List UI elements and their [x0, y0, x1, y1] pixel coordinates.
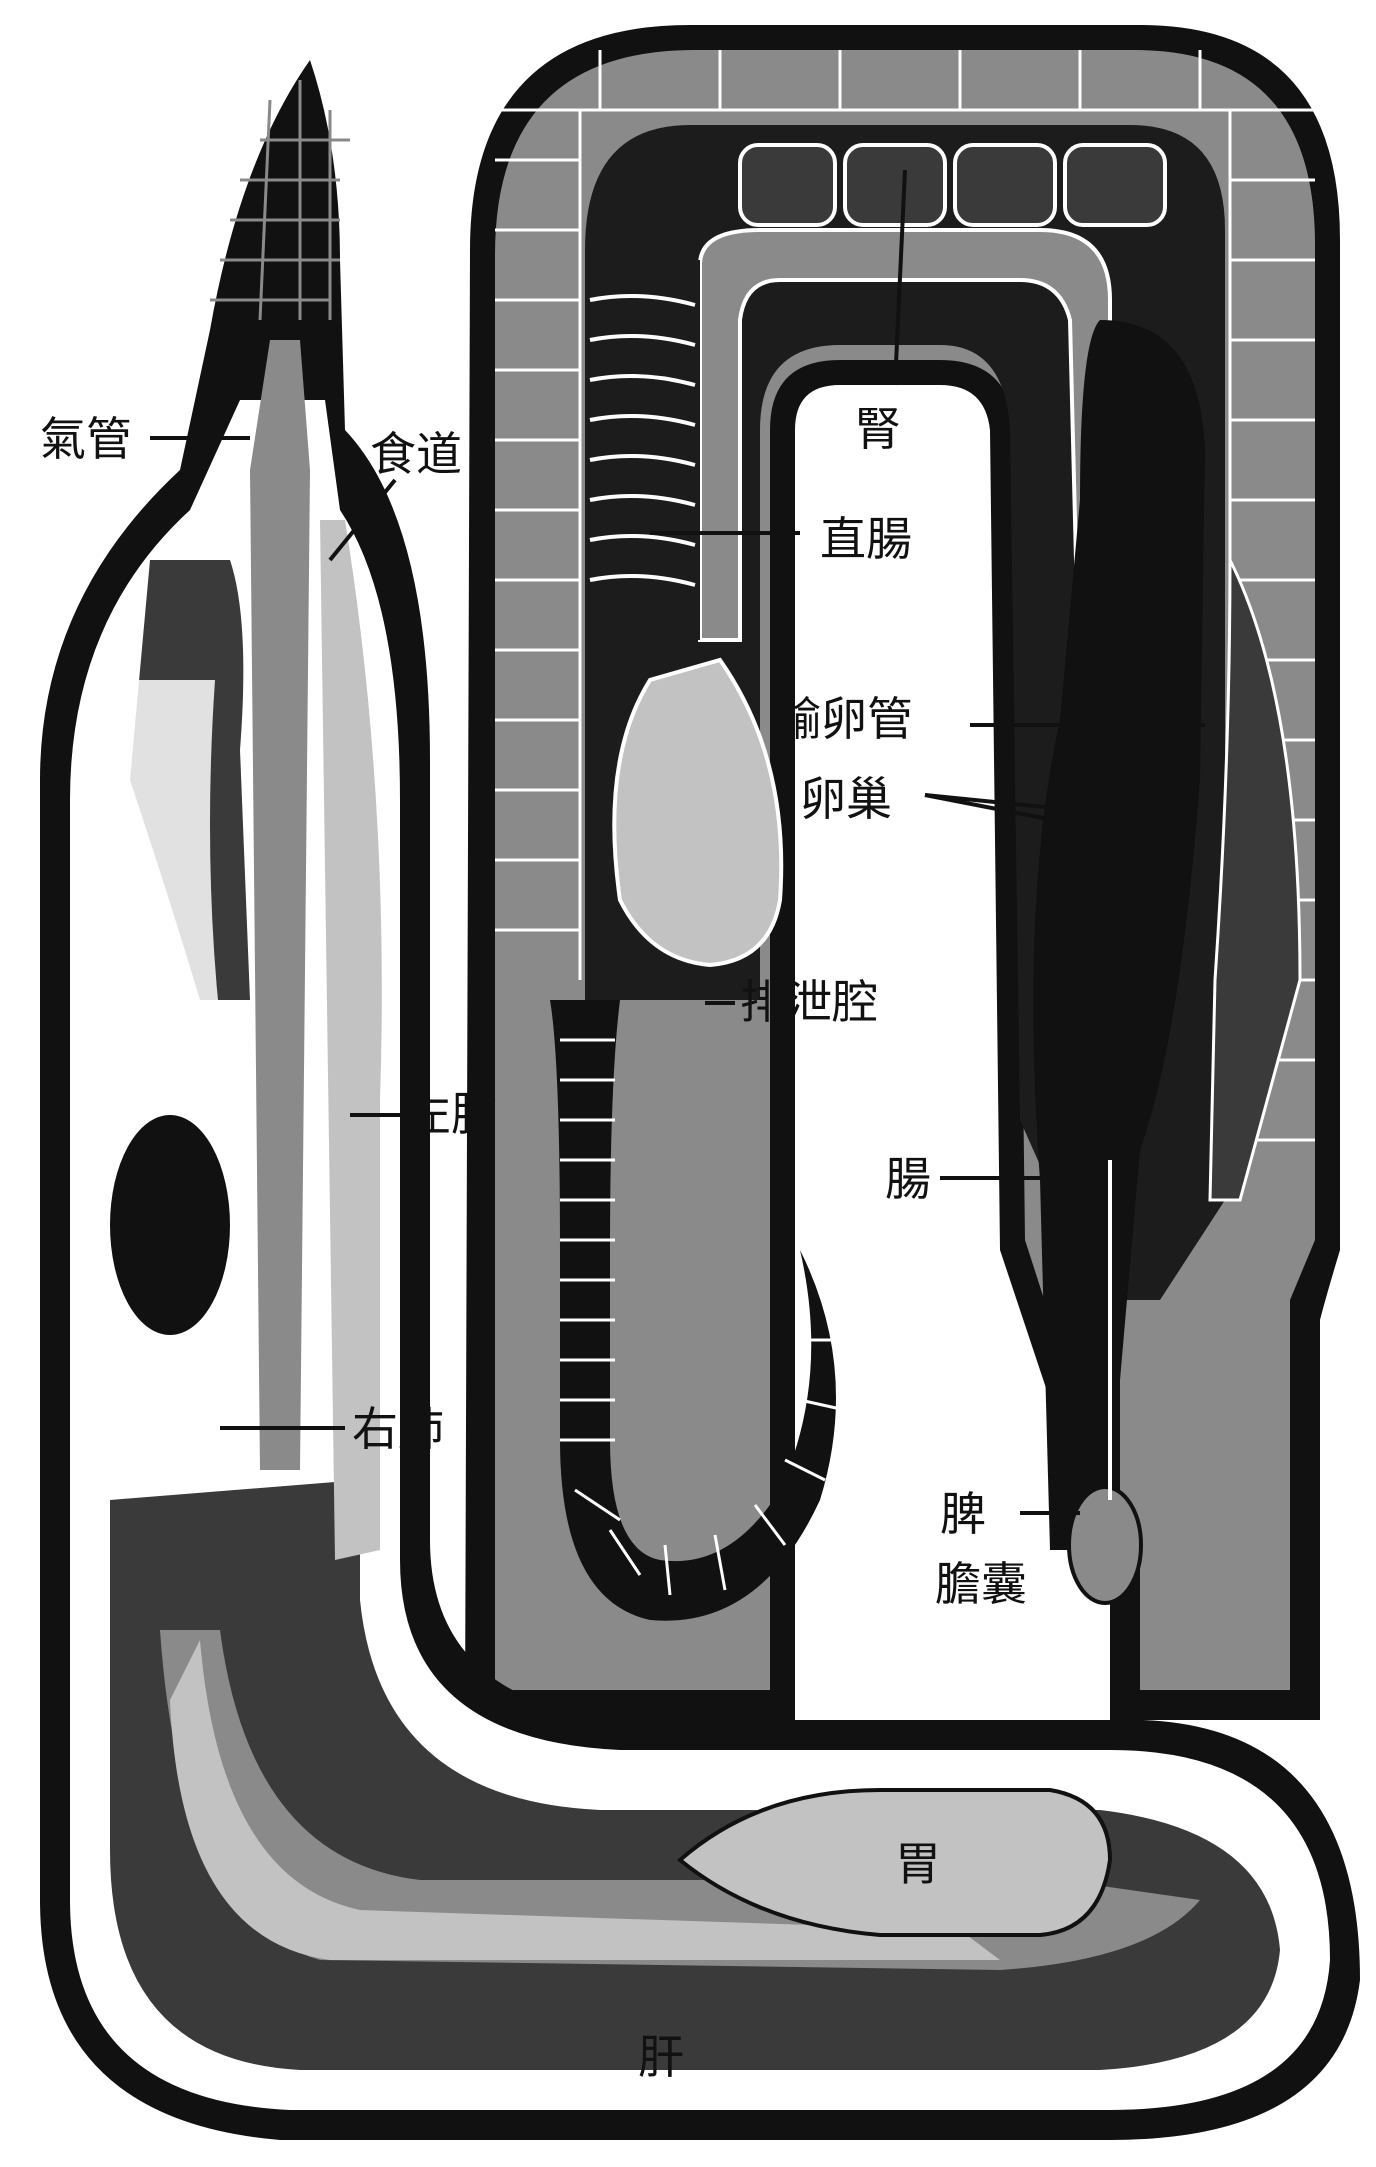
rectum-organ — [585, 260, 700, 640]
label-oviduct: 輸卵管 — [775, 692, 913, 746]
label-gallbladder: 膽囊 — [935, 1557, 1027, 1611]
label-rectum: 直腸 — [820, 512, 912, 566]
label-liver: 肝 — [638, 2030, 684, 2084]
label-intestine: 腸 — [885, 1152, 931, 1206]
label-esophagus: 食道 — [370, 427, 462, 481]
label-spleen: 脾 — [940, 1487, 986, 1541]
label-right-lung: 右肺 — [352, 1402, 444, 1456]
label-ovary: 卵巢 — [800, 772, 892, 826]
label-trachea: 氣管 — [40, 412, 132, 466]
label-cloaca: 排泄腔 — [740, 975, 878, 1029]
gallbladder-organ — [1069, 1487, 1141, 1603]
label-kidney: 腎 — [855, 402, 901, 456]
label-left-lung: 左肺 — [405, 1087, 497, 1141]
label-stomach: 胃 — [895, 1837, 941, 1891]
